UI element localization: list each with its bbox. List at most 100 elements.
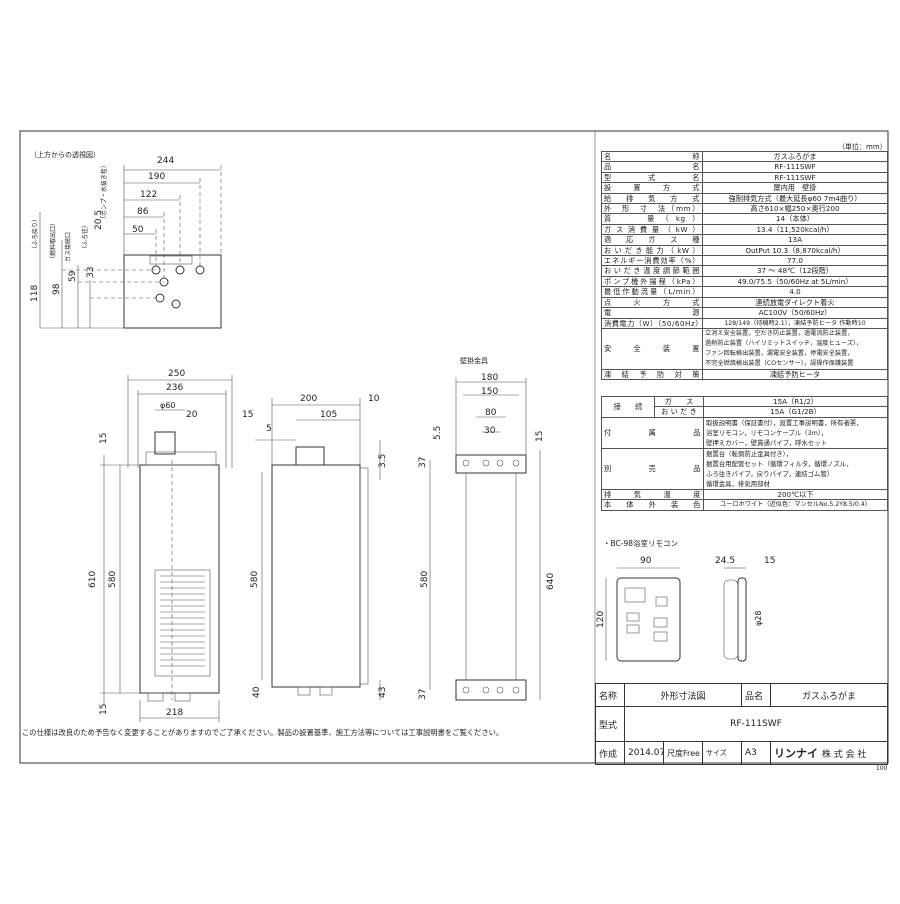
dim-37-top: 37 — [418, 456, 428, 468]
spec-value: 77.0 — [702, 255, 888, 267]
grille-lines — [160, 575, 205, 667]
dim-37-bottom: 37 — [418, 688, 428, 700]
title-model-label: 型式 — [595, 706, 625, 742]
dim-15-side: 15 — [242, 410, 254, 420]
wall-bracket-label: 壁掛金具 — [460, 357, 488, 365]
front-bottom-pipe — [147, 692, 164, 702]
remote-view — [605, 567, 747, 662]
side-view — [255, 398, 381, 700]
remote-body — [616, 577, 681, 662]
title-size-value: A3 — [741, 741, 771, 765]
dim-90: 90 — [640, 556, 652, 566]
spec-row: 設 置 方 式屋内用 壁掛 — [601, 182, 888, 194]
dim-105: 105 — [320, 410, 338, 420]
dim-640: 640 — [546, 572, 556, 590]
dim-180: 180 — [481, 373, 499, 383]
spec-key: 凍結予防対策 — [601, 368, 703, 381]
title-model-value: RF-111SWF — [624, 706, 888, 742]
spec-key: 質 量（kg） — [601, 213, 703, 225]
spec-key: 給 排 気 方 式 — [601, 192, 703, 205]
top-view-flange — [149, 255, 193, 265]
dim-250: 250 — [168, 369, 186, 379]
spec-row: ガス消費量（kW）13.4（11,520kcal/h） — [601, 223, 888, 236]
spec-value: AC100V（50/60Hz） — [702, 307, 888, 319]
dim-80: 80 — [485, 408, 497, 418]
title-scale-value: Free — [683, 748, 700, 758]
spec-key: 別 売 品 — [601, 447, 704, 490]
dim-236: 236 — [166, 383, 184, 393]
spec-key: 適 応 ガ ス 種 — [601, 234, 703, 246]
spec-row: ポンプ機外揚程（kPa）49.0/75.5（50/60Hz at 5L/min） — [601, 275, 888, 288]
top-view-label: （上方からの透視図） — [30, 151, 100, 159]
dim-5-5: 5.5 — [433, 425, 443, 440]
bracket-bottom — [455, 679, 527, 701]
title-item-label: 品名 — [741, 683, 771, 707]
spec-value: 128/149（待機時2.1），凍結予防ヒータ 作動時10 — [702, 317, 888, 329]
spec-value: 立消え安全装置，空だき防止装置，過電流防止装置， 過熱防止装置（ハイリミットスイ… — [702, 327, 888, 370]
top-pipe-3 — [195, 265, 205, 275]
title-item-value: ガスふろがま — [770, 683, 888, 707]
dim-24-5: 24.5 — [715, 556, 736, 566]
spec-key: おいだき温度調節範囲 — [601, 265, 703, 277]
title-name-label: 名称 — [595, 683, 625, 707]
spec-row: 消費電力（W）（50/60Hz）128/149（待機時2.1），凍結予防ヒータ … — [601, 317, 888, 329]
dim-30: 30 — [484, 426, 496, 436]
dim-118: 118 — [30, 284, 40, 302]
spec-value: 4.0 — [702, 286, 888, 298]
title-name-value: 外形寸法図 — [624, 683, 742, 707]
dim-phi28: φ28 — [754, 610, 763, 626]
dim-86: 86 — [137, 207, 149, 217]
spec-key: 安 全 装 置 — [601, 327, 703, 370]
spec-key: 最低作動流量（L/min） — [601, 286, 703, 298]
spec-row: おいだき能力（kW）OutPut 10.3（8,870kcal/h） — [601, 244, 888, 257]
spec-value: 13.4（11,520kcal/h） — [702, 223, 888, 236]
dim-150: 150 — [481, 387, 499, 397]
dim-15-remote: 15 — [764, 556, 776, 566]
title-date-value: 2014.07 — [624, 741, 664, 765]
dim-20: 20 — [186, 410, 198, 420]
front-bottom-pipe-2 — [174, 692, 191, 702]
spec-value: 高さ610×幅250×奥行200 — [702, 203, 888, 215]
front-grille — [154, 569, 211, 677]
spec-value: 強制排気方式（最大延長φ60 7m4曲り） — [702, 192, 888, 205]
remote-side — [737, 577, 747, 662]
company-suffix: 株 式 会 社 — [821, 750, 867, 760]
dim-580: 580 — [108, 570, 118, 588]
label-nenryo: （燃料取出口） — [50, 219, 57, 262]
bracket-top — [455, 454, 527, 474]
unit-label: （単位：mm） — [838, 143, 887, 151]
dim-33: 33 — [86, 266, 96, 278]
title-size-label: サイズ — [702, 741, 742, 765]
remote-display — [624, 587, 646, 603]
spec-table-lower: 接 続 ガ ス 15A（R1/2） お い だ き 15A（G1/2B） 付 属… — [601, 395, 888, 511]
title-date-label: 作成 — [595, 741, 625, 765]
spec-key: 型 式 名 — [601, 171, 703, 184]
spec-key: 消費電力（W）（50/60Hz） — [601, 317, 703, 329]
spec-value: 凍結予防ヒータ — [702, 368, 888, 381]
spec-value: RF-111SWF — [702, 171, 888, 184]
top-pipe-5 — [155, 293, 165, 303]
spec-value: RF-111SWF — [702, 161, 888, 173]
spec-value: 14（本体） — [702, 213, 888, 225]
dim-244: 244 — [157, 156, 175, 166]
top-pipe-2 — [175, 265, 185, 275]
spec-row-body-color: 本 体 外 装 色 ユーロホワイト（近似色：マンセルNo.5.2Y8.5/0.4… — [601, 499, 888, 511]
spec-key: ガス消費量（kW） — [601, 223, 703, 236]
spec-row: 名 称ガスふろがま — [601, 150, 888, 163]
spec-row-connection-oidaki: お い だ き 15A（G1/2B） — [602, 406, 888, 418]
dim-190: 190 — [148, 172, 166, 182]
remote-label: ・BC-98浴室リモコン — [603, 539, 678, 548]
spec-value: 連続放電ダイレクト着火 — [702, 296, 888, 309]
spec-value: 13A — [702, 234, 888, 246]
label-furo-modori: （ふろ戻り） — [32, 215, 39, 252]
label-pump: （ポンプ・水抜き栓） — [101, 162, 108, 222]
dim-3-5: 3.5 — [378, 453, 388, 468]
dim-122: 122 — [140, 190, 158, 200]
title-scale-label: 尺度 — [667, 748, 683, 758]
